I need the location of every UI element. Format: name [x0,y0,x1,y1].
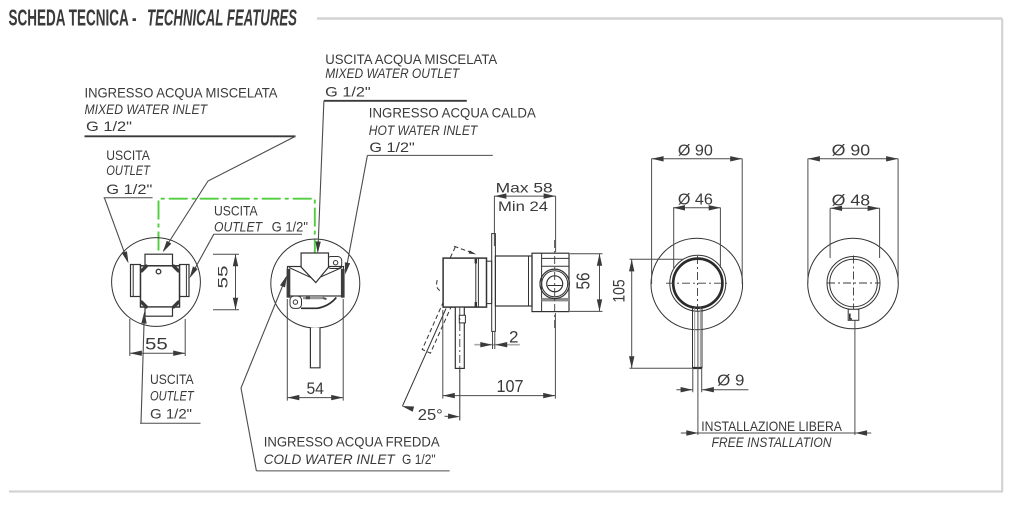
svg-text:Ø 90: Ø 90 [832,143,871,160]
svg-text:55: 55 [215,265,231,288]
svg-text:55: 55 [145,334,168,353]
svg-text:INGRESSO ACQUA MISCELATA: INGRESSO ACQUA MISCELATA [85,86,279,101]
svg-text:HOT WATER INLET: HOT WATER INLET [369,123,479,138]
svg-text:COLD WATER INLET G 1/2": COLD WATER INLET G 1/2" [264,452,436,467]
svg-text:FREE INSTALLATION: FREE INSTALLATION [712,435,832,450]
svg-text:Ø 46: Ø 46 [678,191,713,208]
svg-text:OUTLET G 1/2": OUTLET G 1/2" [214,220,308,235]
svg-text:G 1/2": G 1/2" [325,85,371,100]
svg-text:G 1/2": G 1/2" [150,407,192,422]
svg-text:Max 58: Max 58 [496,180,553,196]
svg-text:USCITA: USCITA [214,204,258,219]
svg-text:INSTALLAZIONE LIBERA: INSTALLAZIONE LIBERA [701,419,842,434]
svg-text:USCITA: USCITA [150,372,194,387]
svg-text:MIXED WATER INLET: MIXED WATER INLET [85,102,209,117]
svg-text:OUTLET: OUTLET [106,163,151,178]
svg-text:Ø 48: Ø 48 [832,192,871,209]
svg-text:USCITA ACQUA MISCELATA: USCITA ACQUA MISCELATA [325,52,498,67]
svg-text:Min 24: Min 24 [498,198,548,214]
svg-text:MIXED WATER OUTLET: MIXED WATER OUTLET [325,66,460,81]
svg-text:G 1/2": G 1/2" [369,140,415,155]
svg-text:USCITA: USCITA [106,148,150,163]
svg-text:Ø 9: Ø 9 [717,373,744,390]
svg-text:25°: 25° [418,407,443,424]
svg-text:G 1/2": G 1/2" [86,119,132,134]
svg-text:SCHEDA TECNICA -: SCHEDA TECNICA - [9,5,137,31]
svg-text:G 1/2": G 1/2" [106,182,152,197]
svg-text:56: 56 [574,273,594,290]
svg-text:105: 105 [610,279,629,302]
svg-text:Ø 90: Ø 90 [678,143,713,160]
svg-text:INGRESSO ACQUA FREDDA: INGRESSO ACQUA FREDDA [264,434,441,449]
svg-text:INGRESSO ACQUA CALDA: INGRESSO ACQUA CALDA [369,106,537,121]
svg-text:OUTLET: OUTLET [150,389,195,404]
svg-text:TECHNICAL FEATURES: TECHNICAL FEATURES [147,5,297,31]
svg-text:2: 2 [509,328,518,347]
svg-text:107: 107 [497,376,524,396]
svg-text:54: 54 [306,379,324,398]
